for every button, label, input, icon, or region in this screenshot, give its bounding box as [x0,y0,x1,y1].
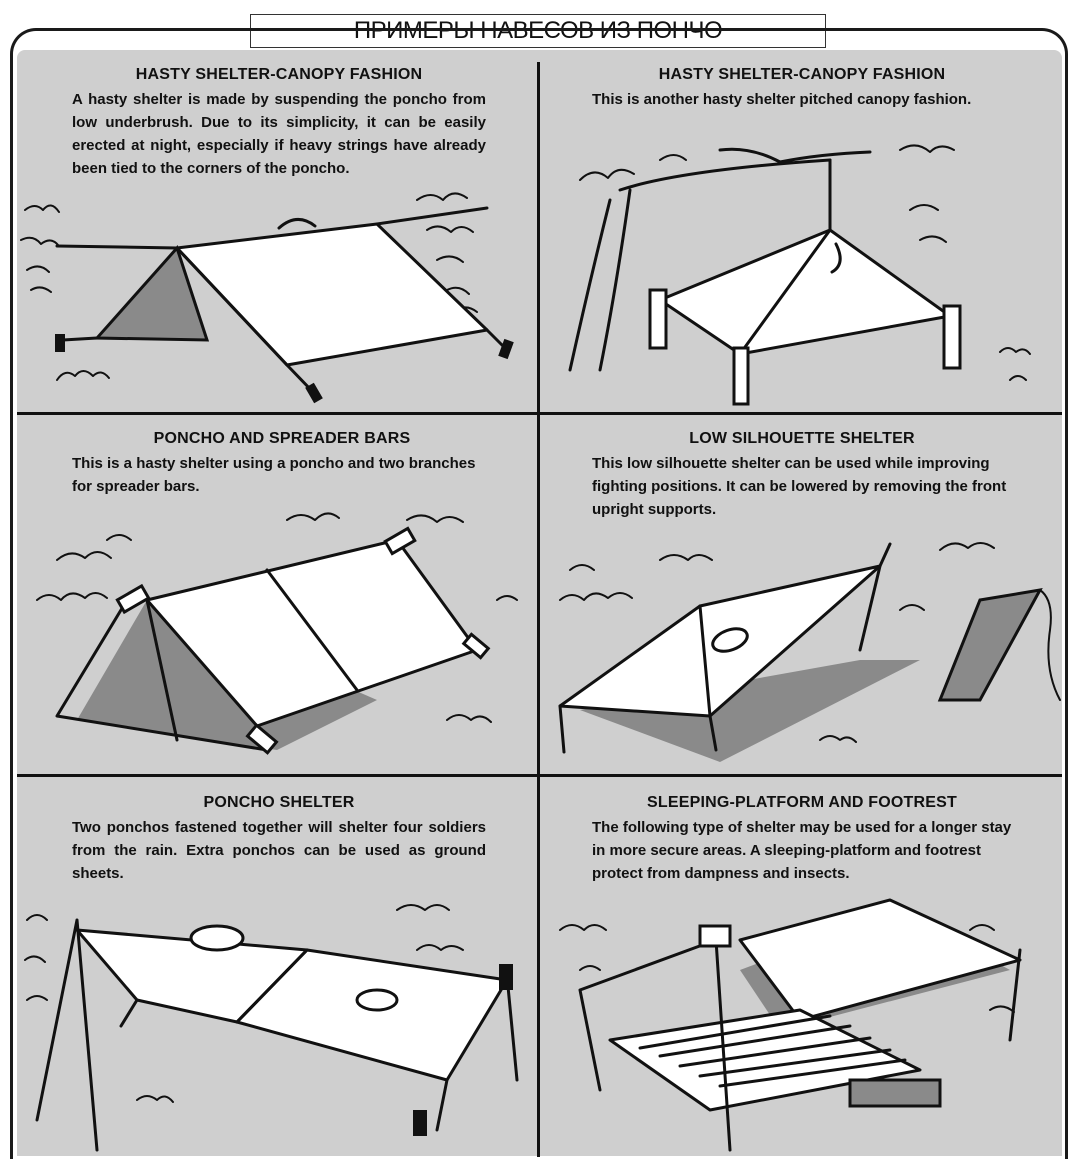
ground-shadow [580,660,920,762]
poncho-hood [189,924,245,952]
tree-trunk [568,147,872,372]
post [732,346,750,406]
text-emphasis: low silhouette [627,455,728,472]
upright-supports [558,542,892,754]
panel-low-silhouette: LOW SILHOUETTE SHELTER This low silhouet… [592,430,1012,521]
illustration-poncho-shelter [24,904,519,1152]
stake [55,334,65,352]
text-part: shelter can be used while improving figh… [592,455,1007,518]
text-part: is made by suspending the poncho from lo… [72,91,486,177]
poncho-hood [277,218,317,230]
text-emphasis: canopy fashion [857,91,968,108]
poncho-hood [711,627,749,653]
text-part: The following type of shelter may be use… [592,819,1012,882]
panel-hasty-shelter-1: HASTY SHELTER-CANOPY FASHION A hasty she… [72,66,486,180]
poncho-seam [265,568,359,692]
poncho-fold [738,228,832,356]
panel-heading: HASTY SHELTER-CANOPY FASHION [658,66,946,83]
panel-sleeping-platform: SLEEPING-PLATFORM AND FOOTREST The follo… [592,794,1012,885]
text-part: A [72,91,89,108]
poncho [175,222,489,367]
post [942,304,962,370]
panel-description: The following type of shelter may be use… [592,816,1012,885]
illustration-canopy-shelter [568,144,1031,406]
poncho-shadow-side [93,245,210,342]
text-emphasis: hasty shelter [88,91,183,108]
page-title: ПРИМЕРЫ НАВЕСОВ ИЗ ПОНЧО [250,14,826,48]
poncho-edge [698,604,712,718]
stake [498,338,514,360]
poncho-fold [175,246,289,367]
poncho [658,228,952,356]
stake [413,1110,427,1136]
sleeping-platform [608,1008,922,1112]
bushes [559,924,1015,1013]
post [648,288,668,350]
spreader-frame [55,598,269,752]
spreader-bar-end [383,526,417,556]
panel-heading: PONCHO SHELTER [203,794,355,811]
text-emphasis: spreader bars [96,478,196,495]
illustration-sleeping-platform [559,898,1022,1152]
illustration-spreader-bars [36,512,518,755]
text-part: This [592,455,628,472]
panel-description: This low silhouette shelter can be used … [592,452,1012,521]
panel-description: Two ponchos fastened together will shelt… [72,816,486,885]
panel-heading: LOW SILHOUETTE SHELTER [689,430,915,447]
row-divider-1 [17,412,1062,415]
panel-description: A hasty shelter is made by suspending th… [72,88,486,180]
panel-description: This is another hasty shelter pitched ca… [592,88,1012,111]
poncho-hood [830,242,842,274]
frame-posts [578,938,1022,1152]
bush-right [416,192,478,313]
spreader-bar-end [245,723,279,755]
panel-poncho-shelter: PONCHO SHELTER Two ponchos fastened toge… [72,794,486,885]
text-part: Two ponchos fastened together will shelt… [72,819,486,882]
panel-heading: PONCHO AND SPREADER BARS [153,430,411,447]
panel-heading: SLEEPING-PLATFORM AND FOOTREST [647,794,957,811]
poncho-hood [355,988,399,1012]
illustration-low-silhouette [558,542,1061,762]
ridge-line [55,206,489,250]
text-part: . [967,91,972,108]
panel-heading: HASTY SHELTER-CANOPY FASHION [135,66,423,83]
bushes [559,542,995,743]
poles [35,918,519,1152]
poncho-joint [235,948,309,1024]
post-top [698,924,732,948]
stake [305,382,323,404]
illustration-hasty-shelter [20,192,514,404]
bushes [24,904,464,1103]
bush-left [20,204,60,293]
panel-spreader-bars: PONCHO AND SPREADER BARS This is a hasty… [72,430,492,498]
fighting-position [937,588,1043,702]
spreader-bar-end [115,583,151,615]
text-part: This is a hasty shelter using a poncho a… [72,455,476,495]
platform-slats [638,1014,907,1088]
row-divider-2 [17,774,1062,777]
foliage [579,144,955,243]
outer-frame [10,28,1068,1159]
stake [499,964,513,990]
bushes [36,512,518,723]
text-part: . [195,478,200,495]
spreader-bar-end [461,632,491,660]
footrest [848,1078,942,1108]
grass-left [56,370,110,381]
parapet [1039,589,1061,701]
text-part: This is another hasty shelter pitched [592,91,858,108]
panel-description: This is a hasty shelter using a poncho a… [72,452,492,498]
column-divider [537,62,540,1157]
grass-right [999,347,1031,381]
panel-hasty-shelter-2: HASTY SHELTER-CANOPY FASHION This is ano… [592,66,1012,111]
